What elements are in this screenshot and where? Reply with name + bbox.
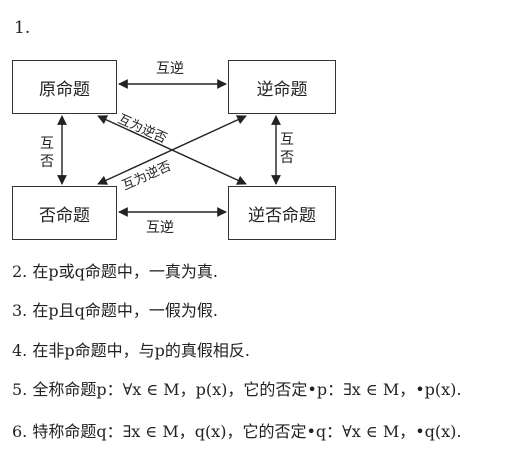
statement-4: 4. 在非p命题中，与p的真假相反. xyxy=(12,341,250,360)
relations-arrows xyxy=(57,79,281,217)
arrow-diag-2 xyxy=(97,115,247,185)
converse-proposition-box: 逆命题 xyxy=(228,60,336,114)
left-relation-label: 互 否 xyxy=(40,136,54,170)
contrapositive-proposition-box: 逆否命题 xyxy=(228,186,336,240)
right-relation-label: 互 否 xyxy=(280,132,294,166)
statement-6: 6. 特称命题q：∃x ∈ M，q(x)，它的否定•q：∀x ∈ M，•q(x)… xyxy=(12,422,462,441)
inverse-proposition-box: 否命题 xyxy=(12,186,117,240)
statement-2: 2. 在p或q命题中，一真为真. xyxy=(12,262,218,281)
statement-3: 3. 在p且q命题中，一假为假. xyxy=(12,301,218,320)
statement-5: 5. 全称命题p：∀x ∈ M，p(x)，它的否定•p：∃x ∈ M，•p(x)… xyxy=(12,380,462,399)
bottom-relation-label: 互逆 xyxy=(146,220,174,236)
top-relation-label: 互逆 xyxy=(156,61,184,77)
original-proposition-box: 原命题 xyxy=(12,60,117,114)
item-number-1: 1. xyxy=(14,18,31,38)
